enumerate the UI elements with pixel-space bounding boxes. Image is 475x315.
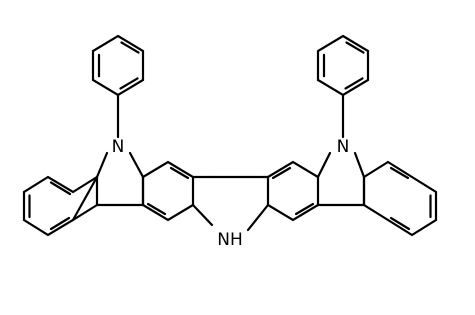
atom-label-n-right: N	[337, 137, 350, 157]
pyrrole-ring-right	[316, 151, 366, 207]
phenyl-ring-left	[91, 34, 145, 97]
benzene-ring-far-left	[22, 175, 98, 237]
benzene-ring-right-middle	[266, 160, 320, 222]
atom-label-n-left: N	[112, 137, 125, 157]
benzene-ring-left-middle	[141, 160, 195, 222]
atom-label-nh-center: NH	[217, 230, 243, 250]
phenyl-ring-right	[316, 34, 370, 97]
benzene-ring-far-right	[362, 160, 438, 237]
pyrrole-ring-center	[191, 175, 270, 232]
